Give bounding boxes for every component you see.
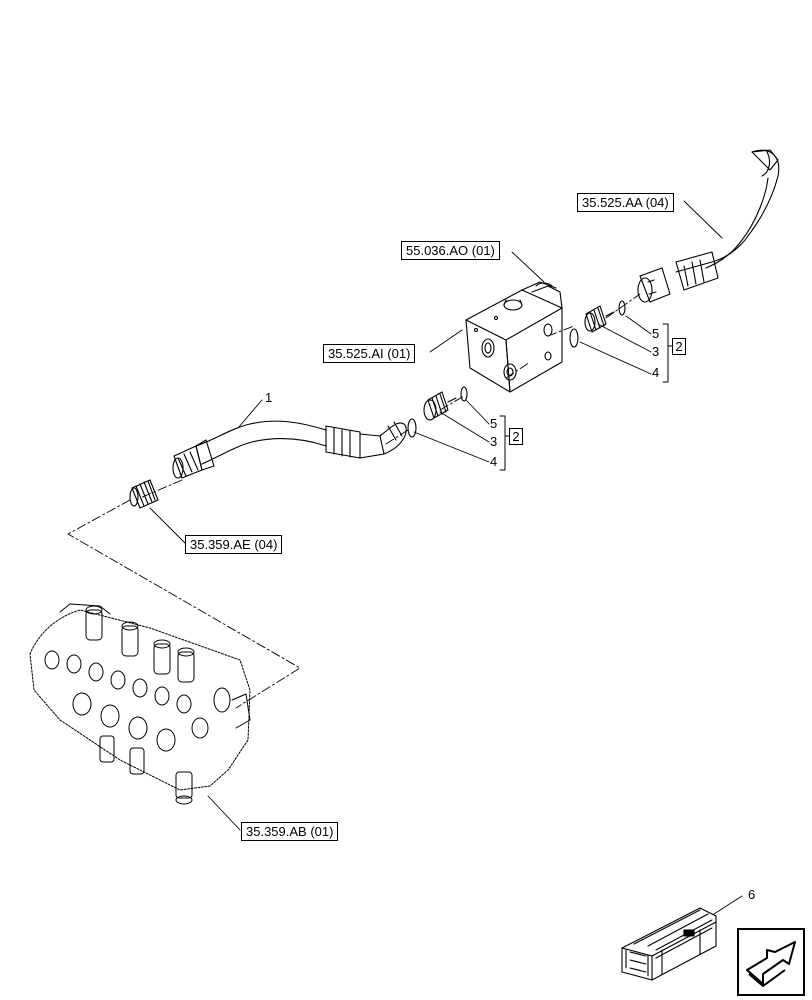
valve-block — [465, 281, 563, 393]
item-number-oring-a: 4 — [490, 454, 498, 469]
adapter-set-a — [407, 386, 468, 438]
kit-box-a[interactable]: 2 — [509, 428, 523, 445]
kit-box-b[interactable]: 2 — [672, 338, 686, 355]
ref-55-036-ao[interactable]: 55.036.AO (01) — [401, 241, 500, 260]
item-number-seal-a: 5 — [490, 416, 498, 431]
next-page-arrow-icon — [746, 941, 796, 988]
ref-35-359-ab[interactable]: 35.359.AB (01) — [241, 822, 339, 841]
item-number-crate: 6 — [748, 887, 756, 902]
item-number-adapter-b: 3 — [652, 344, 660, 359]
upper-hose — [637, 149, 780, 303]
ref-35-525-aa[interactable]: 35.525.AA (04) — [577, 193, 674, 212]
next-page-button[interactable] — [737, 928, 805, 996]
ref-35-359-ae[interactable]: 35.359.AE (04) — [185, 535, 283, 554]
shipping-crate-icon — [621, 907, 717, 981]
adapter-set-b — [569, 300, 626, 348]
item-number-hose: 1 — [265, 390, 273, 405]
control-valve-bank — [29, 603, 251, 805]
ref-35-525-ai[interactable]: 35.525.AI (01) — [323, 344, 416, 363]
kit-brackets — [499, 323, 674, 471]
item-number-oring-b: 4 — [652, 365, 660, 380]
leader-lines — [149, 200, 743, 915]
item-number-seal-b: 5 — [652, 326, 660, 341]
routing-lines — [67, 293, 641, 709]
main-hose — [172, 420, 407, 479]
elbow-fitting — [129, 479, 159, 509]
item-number-adapter-a: 3 — [490, 434, 498, 449]
